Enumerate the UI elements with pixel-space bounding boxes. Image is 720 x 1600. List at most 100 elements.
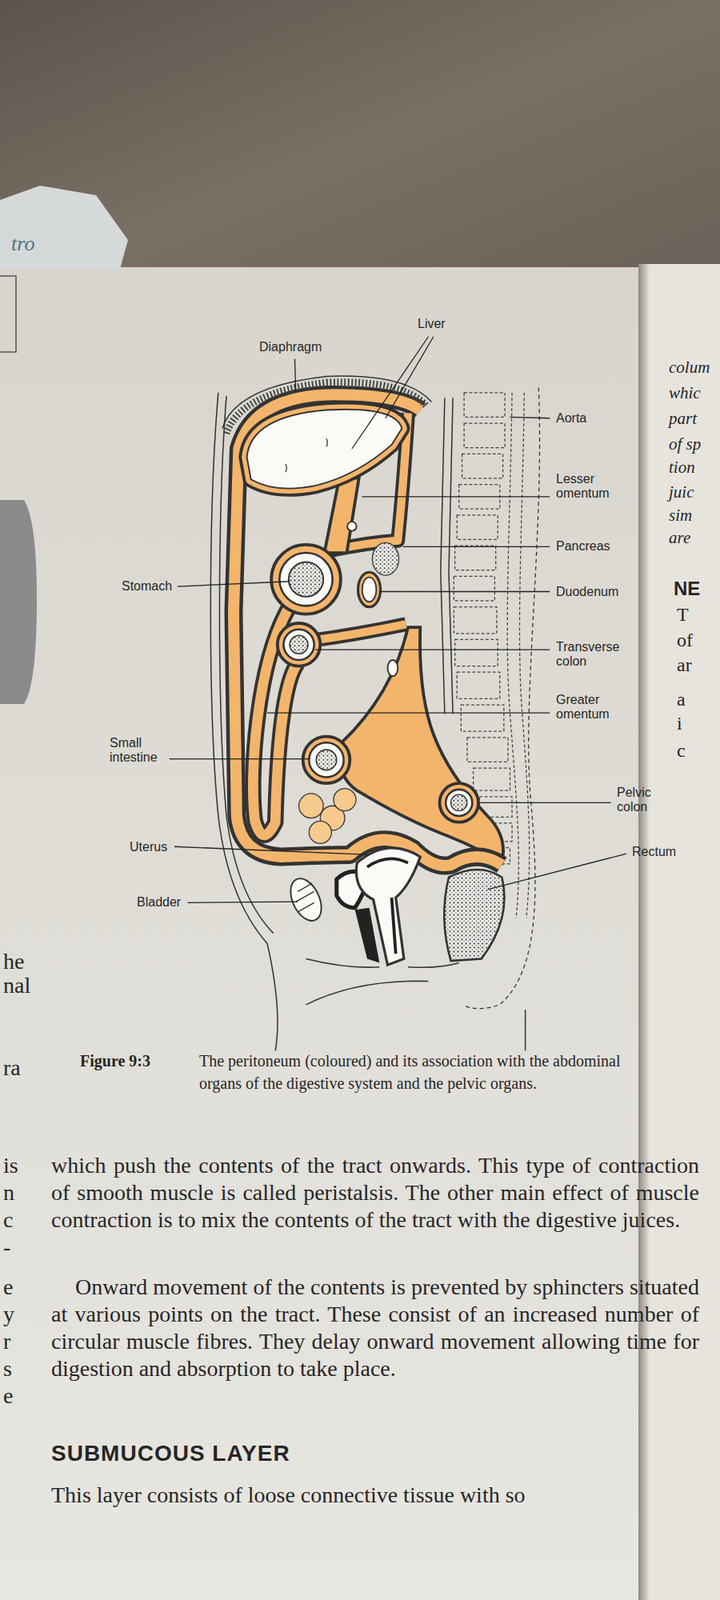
section-heading: SUBMUCOUS LAYER — [51, 1440, 291, 1468]
liver-mark — [285, 464, 287, 472]
leader-line — [477, 802, 612, 804]
page-gutter — [638, 264, 650, 1600]
text-fragment: he — [3, 948, 24, 976]
colon-lumen — [289, 635, 308, 654]
text-fragment: sim — [668, 504, 692, 526]
leader-line — [352, 336, 429, 449]
part-label: Liver — [417, 316, 446, 332]
perineum — [355, 908, 380, 964]
text-fragment: juic — [668, 481, 695, 503]
vertebra — [467, 737, 508, 763]
peritoneum-edge — [233, 394, 502, 866]
loop — [308, 820, 332, 844]
book-page — [0, 267, 720, 1600]
table-surface — [0, 0, 720, 288]
text-fragment: is — [3, 1152, 19, 1180]
part-label: Duodenum — [556, 584, 619, 600]
text-fragment: of — [676, 628, 693, 652]
part-label: Pancreas — [556, 539, 611, 554]
intestine-loops — [299, 788, 356, 844]
liver-peritoneum — [247, 409, 403, 489]
pubic-lines — [296, 883, 315, 912]
text-fragment: are — [668, 527, 691, 548]
duodenum-peritoneum — [358, 572, 381, 607]
vertebra — [453, 607, 497, 634]
pelvic-colon — [445, 789, 472, 816]
pelvic-colon-peritoneum — [440, 783, 479, 822]
vertebra — [453, 576, 495, 601]
leader-line — [174, 846, 370, 855]
text-fragment: r — [3, 1328, 11, 1356]
vertebra — [456, 515, 498, 540]
vessel — [347, 521, 356, 531]
leader-line — [362, 496, 551, 497]
leader-line — [315, 649, 550, 651]
part-label: Stomach — [121, 579, 172, 594]
part-label: Aorta — [556, 411, 587, 426]
stomach-lumen — [288, 562, 324, 597]
vertebra — [462, 453, 504, 479]
text-fragment: s — [3, 1355, 12, 1383]
part-label: Diaphragm — [259, 340, 322, 355]
mesentery — [340, 627, 504, 864]
leader-line — [169, 758, 311, 760]
part-label: Small intestine — [109, 736, 176, 765]
transverse-mesocolon — [312, 624, 406, 640]
vertebra — [455, 639, 499, 666]
leader-line — [403, 546, 551, 548]
pancreas — [372, 542, 399, 576]
text-fragment: part — [668, 408, 697, 429]
text-fragment: nal — [3, 972, 31, 1000]
stomach-peritoneum — [271, 544, 341, 615]
vertebra — [460, 704, 504, 732]
leader-line — [294, 359, 296, 393]
text-fragment: ra — [3, 1054, 21, 1082]
body-paragraph: This layer consists of loose connective … — [51, 1481, 700, 1509]
vertebra — [473, 768, 511, 791]
leader-line — [188, 901, 299, 903]
colon-peritoneum — [277, 623, 321, 667]
text-fragment: c — [3, 1206, 13, 1234]
page-box-outline — [0, 276, 16, 352]
rectum — [444, 869, 504, 961]
leader-lines — [169, 336, 627, 904]
thigh-line — [306, 980, 429, 1005]
text-fragment: colum — [668, 356, 710, 378]
body-paragraph: Onward movement of the contents is preve… — [51, 1273, 700, 1383]
liver-mark — [326, 438, 328, 447]
small-intestine — [308, 742, 344, 777]
text-fragment: y — [3, 1300, 15, 1328]
paper-scrap — [0, 185, 128, 269]
liver-edge — [247, 409, 403, 489]
parietal-peritoneum — [233, 394, 502, 866]
duodenum — [362, 577, 377, 603]
text-fragment: - — [3, 1233, 11, 1261]
pelvic-colon-lumen — [451, 794, 468, 811]
intestine-lumen — [316, 749, 337, 771]
perineum-line — [306, 959, 460, 968]
vessel — [388, 660, 399, 676]
text-fragment: i — [676, 712, 683, 735]
text-fragment: whic — [668, 382, 701, 404]
intestine-peritoneum — [303, 736, 351, 784]
mesocolon-edge — [312, 624, 406, 640]
gray-panel — [0, 500, 37, 704]
leader-line — [385, 336, 434, 419]
part-label: Pelvic colon — [616, 785, 673, 815]
text-fragment: c — [676, 739, 686, 762]
text-fragment: n — [3, 1179, 15, 1207]
leader-line — [379, 591, 550, 592]
part-label: Rectum — [632, 844, 676, 860]
text-fragment: NE — [673, 577, 700, 600]
vertebra — [464, 423, 505, 448]
leader-line — [487, 853, 626, 890]
part-label: Bladder — [136, 895, 181, 910]
transverse-colon — [283, 629, 314, 660]
part-label: Greater omentum — [556, 692, 630, 722]
body-paragraph: which push the contents of the tract onw… — [51, 1152, 700, 1234]
leader-line — [510, 416, 551, 418]
vertebra — [455, 545, 496, 571]
part-label: Transverse colon — [556, 640, 630, 669]
part-label: Uterus — [129, 840, 168, 855]
vertebra — [456, 672, 500, 699]
